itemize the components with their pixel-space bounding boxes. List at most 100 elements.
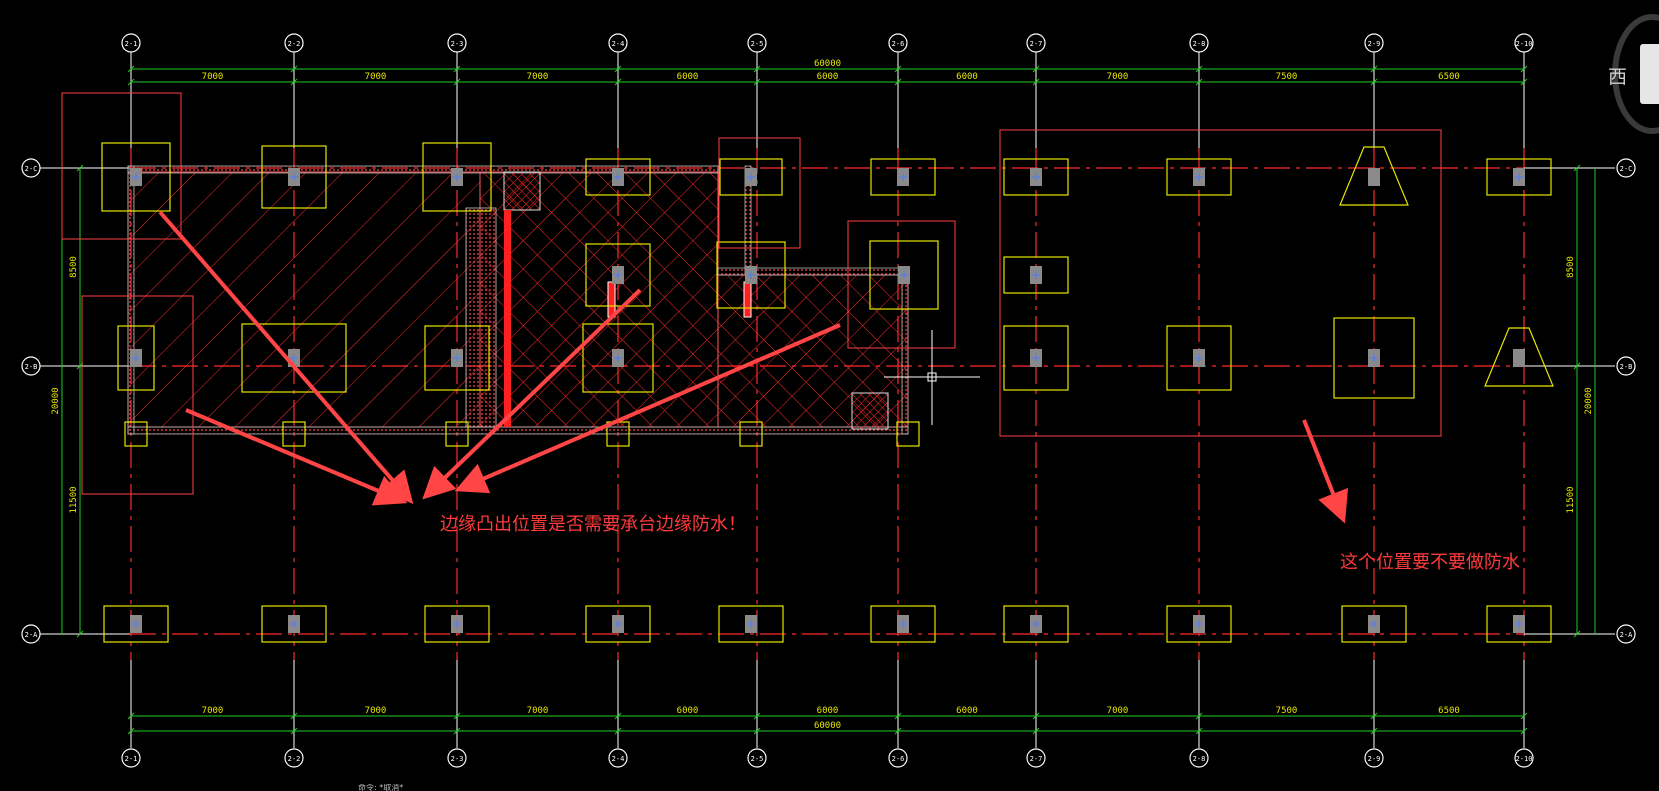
axis-bubble <box>1364 748 1384 768</box>
axis-label: 2-10 <box>1516 40 1533 48</box>
axis-bubble <box>1616 624 1636 644</box>
dimension-label: 7000 <box>202 72 224 82</box>
dimension-label: 7000 <box>1107 72 1129 82</box>
axis-bubble <box>1026 748 1046 768</box>
pile-cap <box>582 323 654 393</box>
dimension-label: 8500 <box>1566 256 1576 278</box>
pile-cap <box>103 605 169 643</box>
note-area-waterproofing: 这个位置要不要做防水 <box>1340 552 1520 573</box>
dimension-tick <box>453 727 461 735</box>
dimension-tick <box>1195 65 1203 73</box>
dimension-tick <box>453 78 461 86</box>
axis-label: 2-4 <box>612 40 625 48</box>
axis-label: 2-8 <box>1193 40 1206 48</box>
axis-label: 2-7 <box>1030 755 1043 763</box>
dimension-tick <box>290 712 298 720</box>
selection-box <box>999 129 1442 437</box>
selection-box <box>61 92 182 240</box>
axis-label: 2-A <box>1620 631 1633 639</box>
axis-bubble <box>21 158 41 178</box>
dimension-label: 6000 <box>677 706 699 716</box>
axis-bubble <box>121 748 141 768</box>
command-line[interactable]: 命令: *取消* <box>358 784 404 791</box>
pile-cap <box>1166 325 1232 391</box>
axis-bubble <box>1616 356 1636 376</box>
axis-label: 2-A <box>25 631 38 639</box>
pile-cap-small <box>739 421 763 447</box>
dimension-label: 7500 <box>1276 706 1298 716</box>
pile-cap <box>1003 325 1069 391</box>
axis-label: 2-B <box>1620 363 1633 371</box>
axis-bubble <box>1514 748 1534 768</box>
pile-cap <box>719 158 783 196</box>
axis-label: 2-2 <box>288 40 301 48</box>
axis-bubble <box>1616 158 1636 178</box>
axis-label: 2-6 <box>892 755 905 763</box>
pile-cap <box>261 145 327 209</box>
edge-strip-left <box>127 165 135 435</box>
pile-cap-layer <box>101 142 1554 643</box>
dimension-label: 6000 <box>817 72 839 82</box>
annotation-arrows <box>158 210 1349 524</box>
axis-label: 2-9 <box>1368 40 1381 48</box>
pile-cap <box>261 605 327 643</box>
dimension-tick <box>1520 65 1528 73</box>
dimension-tick <box>894 712 902 720</box>
pile-cap-small <box>282 421 306 447</box>
axis-bubble <box>447 748 467 768</box>
dimension-tick <box>1032 712 1040 720</box>
cursor-crosshair <box>884 330 980 425</box>
dimension-tick <box>753 727 761 735</box>
pile-cap <box>241 323 347 393</box>
hatch-zone-left <box>127 171 481 428</box>
axis-label: 2-8 <box>1193 755 1206 763</box>
pile-cap <box>1333 317 1415 399</box>
axis-label: 2-2 <box>288 755 301 763</box>
dimension-tick <box>614 78 622 86</box>
dimension-tick <box>1032 78 1040 86</box>
dimension-tick <box>753 78 761 86</box>
sump-pit-1 <box>503 171 541 211</box>
axis-bubble <box>21 356 41 376</box>
dimension-tick <box>290 727 298 735</box>
dimension-tick <box>1520 78 1528 86</box>
dimension-tick <box>614 712 622 720</box>
dimension-label: 7500 <box>1276 72 1298 82</box>
pile-cap <box>1003 158 1069 196</box>
pile-cap <box>869 240 939 310</box>
axis-label: 2-9 <box>1368 755 1381 763</box>
dimension-tick <box>1032 727 1040 735</box>
pile-cap <box>585 605 651 643</box>
axis-bubble <box>888 748 908 768</box>
axis-bubble <box>1026 33 1046 53</box>
dimension-total: 60000 <box>814 59 841 69</box>
selection-box <box>718 137 801 249</box>
arrow-leader <box>185 408 408 506</box>
red-mark-2 <box>743 281 752 318</box>
dimension-label: 7000 <box>365 706 387 716</box>
pile-cap <box>1166 605 1232 643</box>
axis-label: 2-7 <box>1030 40 1043 48</box>
dimension-tick <box>1370 727 1378 735</box>
axis-label: 2-1 <box>125 755 138 763</box>
pile-cap <box>870 158 936 196</box>
edge-strip-right <box>901 267 909 435</box>
viewcube-west-label[interactable]: 西 <box>1608 66 1628 88</box>
dimension-tick <box>290 78 298 86</box>
axis-bubble <box>747 33 767 53</box>
pile-cap <box>424 325 490 391</box>
column <box>1368 168 1380 186</box>
dimension-tick <box>1573 630 1581 638</box>
dimension-tick <box>1032 65 1040 73</box>
pile-cap <box>1486 605 1552 643</box>
axis-bubble <box>284 33 304 53</box>
pile-cap-small <box>124 421 148 447</box>
viewcube-face[interactable] <box>1640 44 1659 104</box>
axis-bubble <box>284 748 304 768</box>
column <box>1513 349 1525 367</box>
dimension-total: 60000 <box>814 721 841 731</box>
axis-label: 2-5 <box>751 755 764 763</box>
axis-label: 2-6 <box>892 40 905 48</box>
pile-cap <box>424 605 490 643</box>
